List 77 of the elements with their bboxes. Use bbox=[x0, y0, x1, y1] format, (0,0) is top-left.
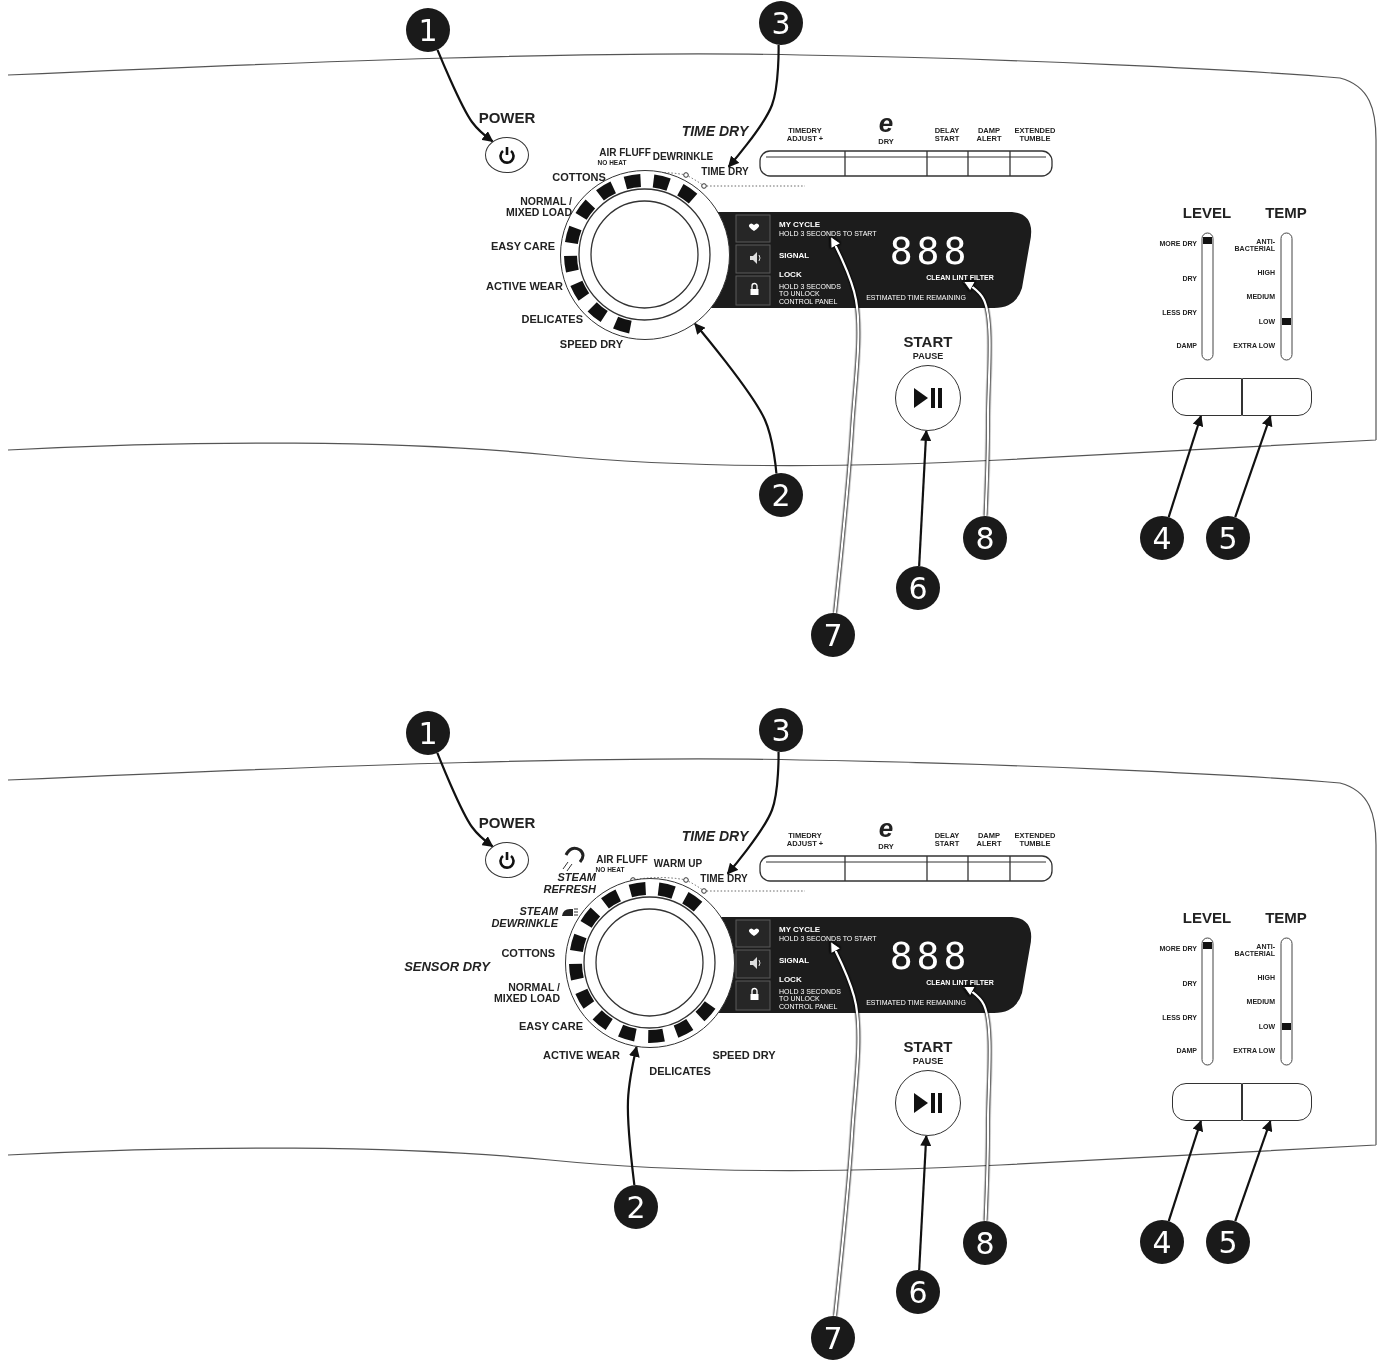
cycle-label: COTTONS bbox=[501, 948, 555, 960]
callout-number: 7 bbox=[811, 1316, 855, 1360]
leader-arrow bbox=[726, 751, 780, 875]
control-label: POWER bbox=[478, 110, 536, 126]
callout-number: 6 bbox=[896, 1270, 940, 1314]
leader-arrow bbox=[1234, 1119, 1273, 1222]
leader-arrow bbox=[1167, 414, 1204, 518]
control-label: LEVEL bbox=[1182, 205, 1232, 221]
cycle-label: EASY CARE bbox=[491, 241, 555, 253]
callout-number: 2 bbox=[759, 473, 803, 517]
dry-symbol: e bbox=[878, 815, 894, 843]
cycle-label: DELICATES bbox=[649, 1066, 711, 1078]
callout-number: 8 bbox=[963, 516, 1007, 560]
option-label: SIGNAL bbox=[779, 956, 810, 966]
leader-arrow bbox=[1234, 414, 1273, 518]
leader-arrow bbox=[918, 1134, 932, 1271]
option-label: SIGNAL bbox=[779, 251, 810, 261]
callout-number: 5 bbox=[1206, 1220, 1250, 1264]
control-label: PAUSE bbox=[912, 1057, 944, 1067]
control-label: START bbox=[903, 334, 953, 350]
level-button bbox=[1172, 1083, 1242, 1121]
cycle-label: AIR FLUFF bbox=[596, 854, 648, 866]
leader-arrow bbox=[727, 44, 780, 168]
leader-arrow bbox=[694, 322, 778, 474]
callout-number: 6 bbox=[896, 566, 940, 610]
temp-button bbox=[1242, 1083, 1312, 1121]
cycle-label: COTTONS bbox=[552, 172, 606, 184]
level-button bbox=[1172, 378, 1242, 416]
option-label: LOCK bbox=[779, 975, 802, 985]
cycle-label: EASY CARE bbox=[519, 1021, 583, 1033]
control-label: TEMP bbox=[1265, 910, 1307, 926]
callout-number: 4 bbox=[1140, 516, 1184, 560]
cycle-label: ACTIVE WEAR bbox=[486, 281, 563, 293]
callout-number: 3 bbox=[759, 708, 803, 752]
cycle-label: DEWRINKLE bbox=[652, 151, 714, 163]
callout-number: 1 bbox=[406, 711, 450, 755]
cycle-label: STEAM DEWRINKLE bbox=[490, 906, 558, 930]
leader-arrow bbox=[626, 1045, 640, 1186]
control-label: PAUSE bbox=[912, 352, 944, 362]
callout-number: 8 bbox=[963, 1221, 1007, 1265]
cycle-label: SPEED DRY bbox=[712, 1050, 776, 1062]
leader-arrow bbox=[436, 49, 494, 143]
leader-arrow bbox=[436, 752, 494, 848]
cycle-label: NORMAL / MIXED LOAD bbox=[505, 196, 572, 218]
control-label: POWER bbox=[478, 815, 536, 831]
callout-number: 3 bbox=[759, 1, 803, 45]
mode-heading: TIME DRY bbox=[681, 828, 749, 844]
cycle-label: DELICATES bbox=[521, 314, 583, 326]
callout-number: 2 bbox=[614, 1185, 658, 1229]
cycle-label: AIR FLUFF bbox=[599, 147, 651, 159]
control-label: LEVEL bbox=[1182, 910, 1232, 926]
option-label: MY CYCLE bbox=[779, 220, 822, 229]
callout-number: 5 bbox=[1206, 516, 1250, 560]
callout-number: 7 bbox=[811, 613, 855, 657]
time-readout: 888 bbox=[889, 937, 971, 977]
dry-symbol: e bbox=[878, 110, 894, 138]
option-label: LOCK bbox=[779, 270, 802, 280]
time-readout: 888 bbox=[889, 232, 971, 272]
control-label: START bbox=[903, 1039, 953, 1055]
cycle-label: ACTIVE WEAR bbox=[543, 1050, 620, 1062]
cycle-label: SPEED DRY bbox=[559, 339, 623, 351]
power-button bbox=[485, 842, 529, 878]
cycle-label: STEAM REFRESH bbox=[542, 872, 596, 896]
option-label: TIME DRY bbox=[701, 166, 749, 178]
mode-heading: TIME DRY bbox=[681, 123, 749, 139]
option-label: MY CYCLE bbox=[779, 925, 822, 934]
cycle-label: NORMAL / MIXED LOAD bbox=[493, 982, 560, 1004]
leader-arrow bbox=[918, 429, 932, 567]
cycle-label: SENSOR DRY bbox=[404, 960, 490, 974]
callout-number: 1 bbox=[406, 8, 450, 52]
callout-number: 4 bbox=[1140, 1220, 1184, 1264]
cycle-label: WARM UP bbox=[653, 858, 703, 870]
temp-button bbox=[1242, 378, 1312, 416]
control-label: TEMP bbox=[1265, 205, 1307, 221]
leader-arrow bbox=[1167, 1119, 1204, 1222]
option-label: TIME DRY bbox=[700, 873, 748, 885]
power-button bbox=[485, 137, 529, 173]
